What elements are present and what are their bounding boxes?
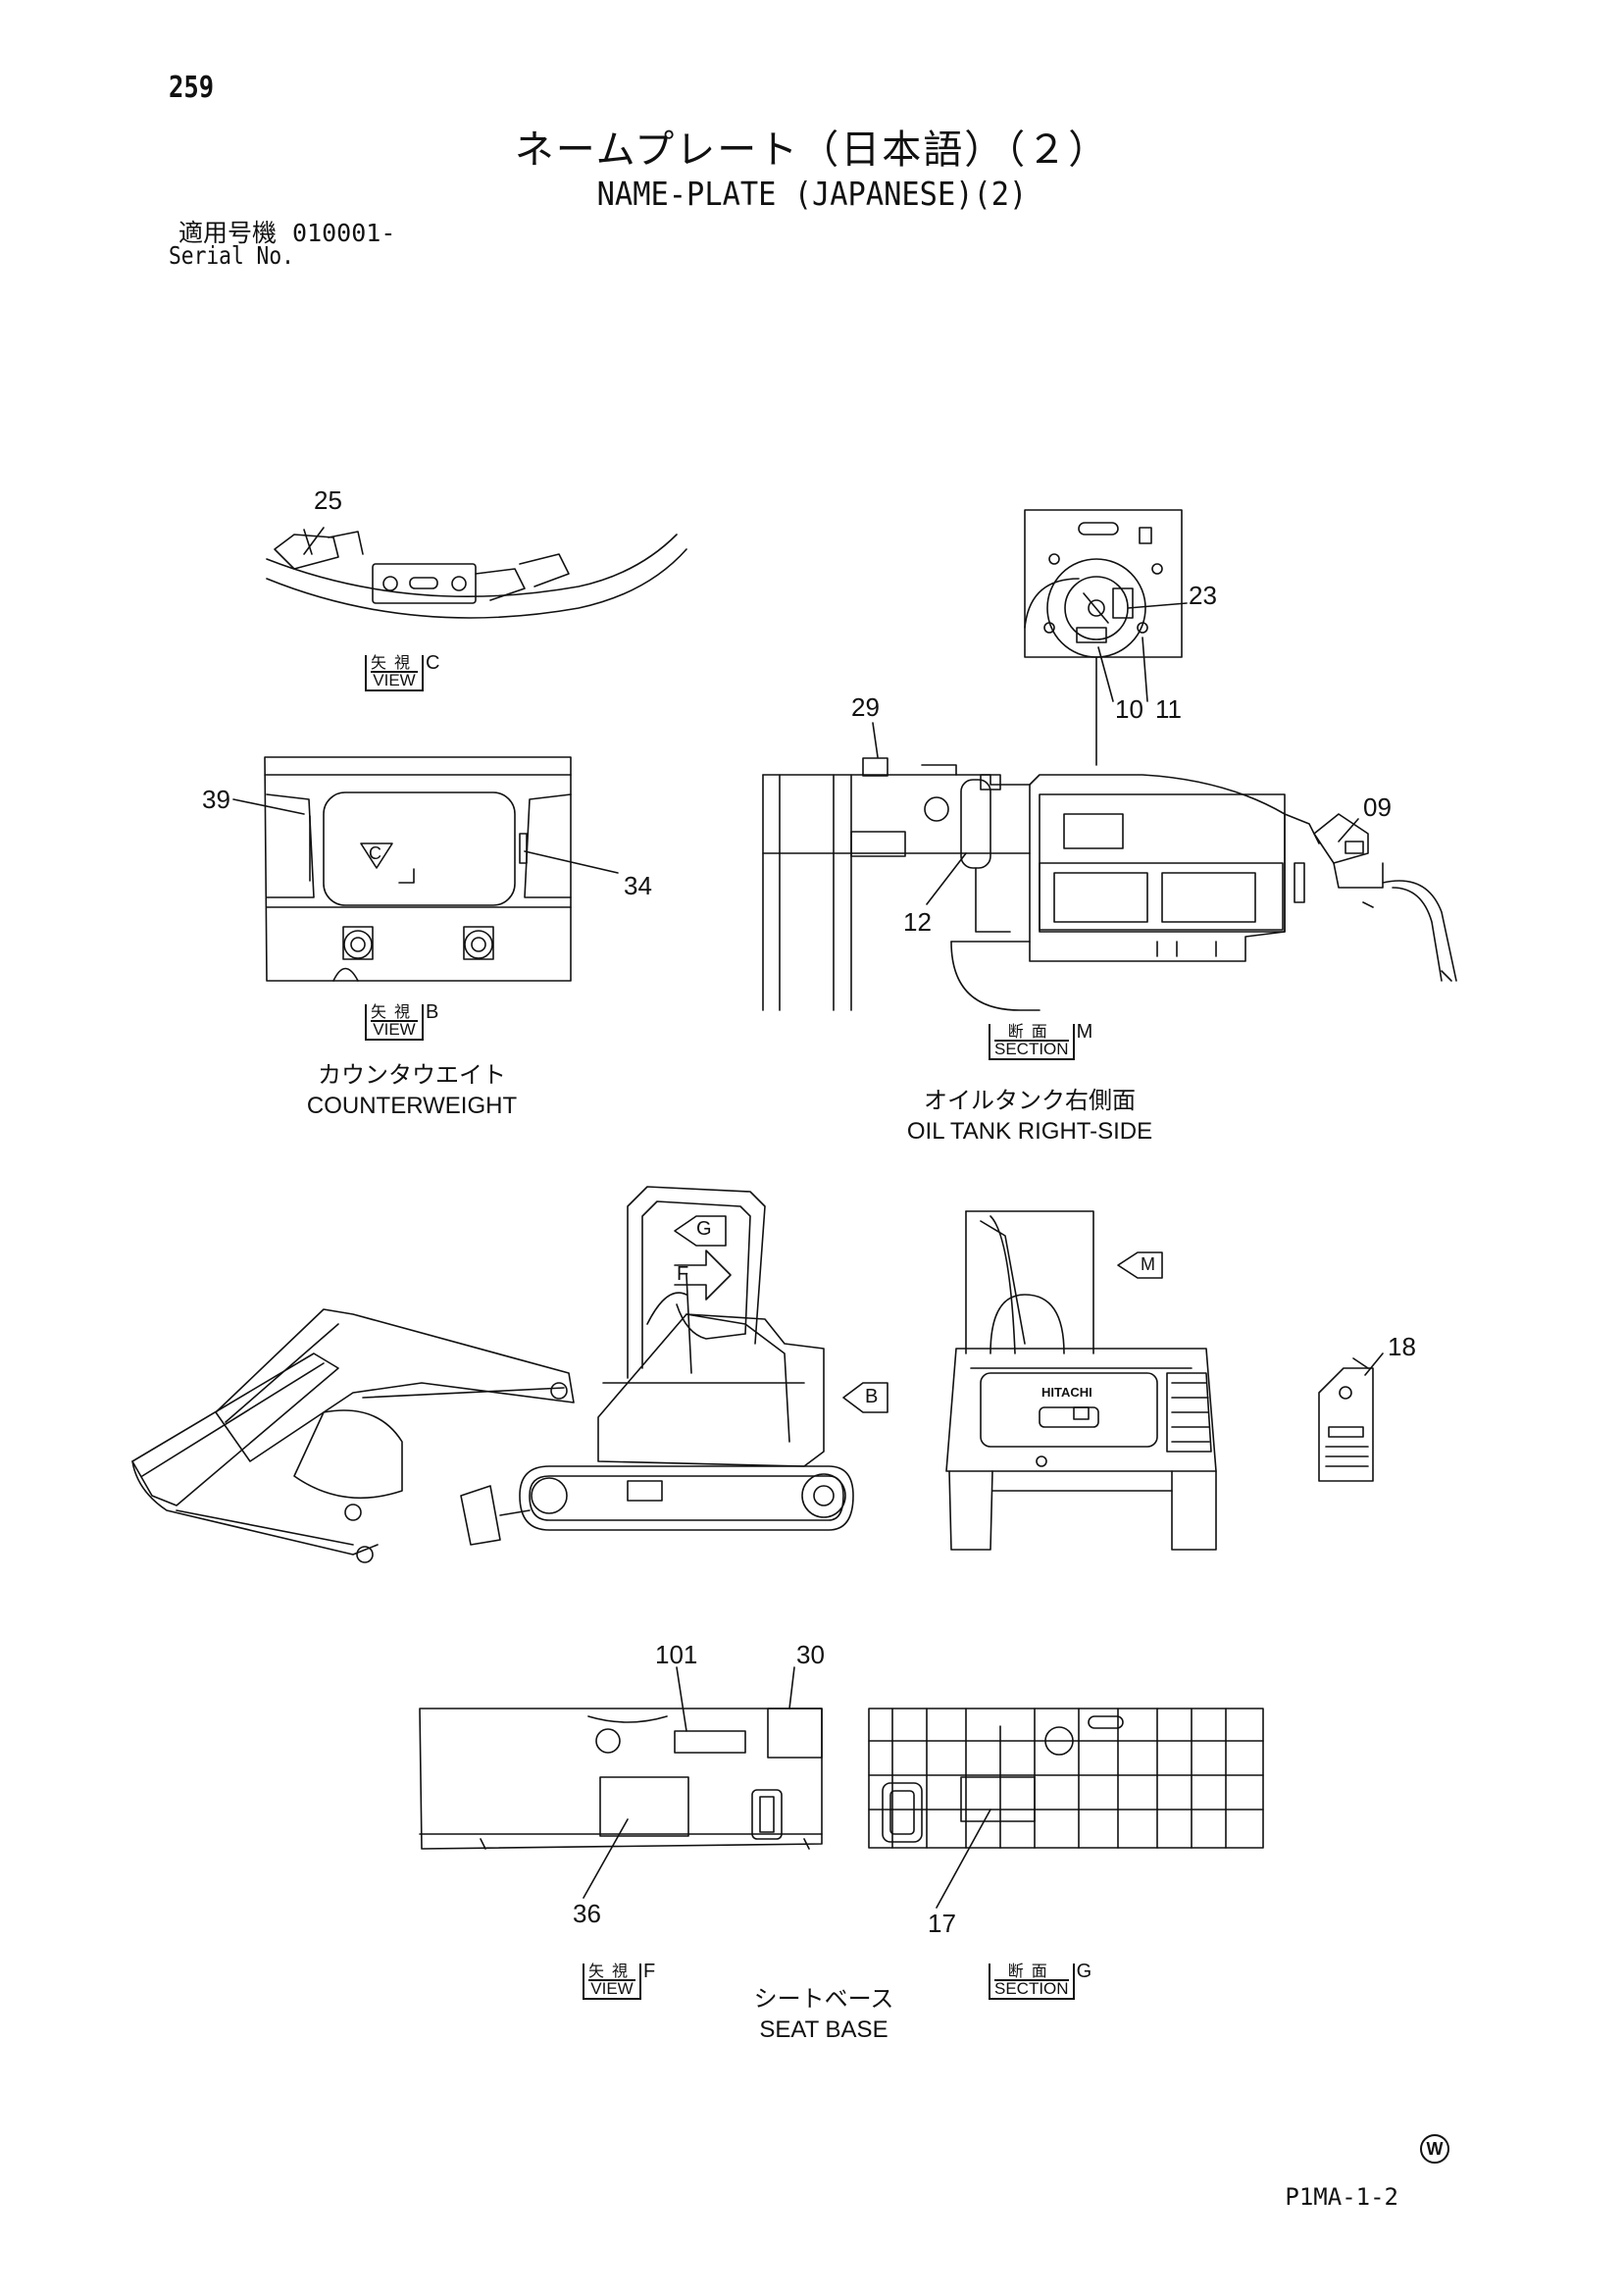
section-g-tag-jp: 断面 — [1007, 1962, 1055, 1980]
callout-11: 11 — [1155, 694, 1182, 724]
seat-base-caption: シートベース SEAT BASE — [706, 1983, 941, 2046]
excavator-rear-view-drawing — [946, 1211, 1216, 1550]
oil-tank-caption: オイルタンク右側面 OIL TANK RIGHT-SIDE — [863, 1085, 1196, 1148]
view-c-tag-jp: 矢視 — [371, 653, 419, 672]
view-c-drawing — [267, 530, 686, 618]
section-m-tag-jp: 断面 — [1007, 1022, 1055, 1041]
part-18-label-drawing — [1319, 1358, 1373, 1481]
callout-29: 29 — [851, 692, 880, 722]
footer-code: P1MA-1-2 — [1285, 2183, 1398, 2211]
counterweight-caption-jp: カウンタウエイト — [318, 1061, 506, 1089]
section-m-tag-letter: M — [1076, 1021, 1093, 1043]
callout-17: 17 — [928, 1909, 956, 1938]
counterweight-caption-en: COUNTERWEIGHT — [306, 1093, 518, 1119]
arrow-label-m: M — [1141, 1254, 1155, 1274]
leader-lines — [233, 528, 1383, 1908]
serial-label-jp-text: 適用号機 — [178, 219, 278, 247]
callout-34: 34 — [624, 871, 652, 900]
serial-value: 010001- — [292, 219, 396, 247]
view-b-tag-jp: 矢視 — [371, 1002, 419, 1021]
arrow-label-c: C — [369, 843, 381, 863]
view-c-tag-letter: C — [426, 652, 440, 674]
serial-label-japanese: 適用号機 010001- — [178, 214, 395, 249]
arrow-label-b: B — [865, 1386, 879, 1407]
view-b-tag-letter: B — [426, 1001, 439, 1023]
seat-base-view-f-drawing — [420, 1709, 822, 1849]
section-m-tag-en: SECTION — [994, 1040, 1069, 1058]
view-b-counterweight-drawing — [265, 757, 571, 981]
excavator-side-view-drawing — [132, 1187, 888, 1562]
arrow-label-g: G — [696, 1218, 712, 1240]
section-g-tag-en: SECTION — [994, 1979, 1069, 1998]
section-g-tag-letter: G — [1076, 1961, 1092, 1982]
serial-label-english: Serial No. — [169, 241, 294, 270]
view-b-tag-en: VIEW — [371, 1020, 419, 1038]
seat-base-caption-jp: シートベース — [753, 1985, 894, 2013]
footer-w-mark: W — [1420, 2134, 1449, 2164]
callout-18: 18 — [1388, 1332, 1416, 1361]
oil-tank-drawing — [763, 510, 1456, 1010]
seat-base-section-g-drawing — [869, 1709, 1263, 1848]
oil-tank-caption-en: OIL TANK RIGHT-SIDE — [906, 1118, 1153, 1145]
callout-23: 23 — [1189, 581, 1217, 610]
page-title-japanese: ネームプレート（日本語）（２） — [514, 128, 1110, 173]
callout-09: 09 — [1363, 792, 1392, 822]
view-f-tag-letter: F — [643, 1961, 656, 1982]
counterweight-caption: カウンタウエイト COUNTERWEIGHT — [245, 1059, 579, 1122]
view-c-tag-en: VIEW — [371, 671, 419, 689]
callout-101: 101 — [655, 1640, 698, 1669]
callout-25: 25 — [314, 485, 342, 515]
callout-10: 10 — [1115, 694, 1143, 724]
arrow-label-f: F — [677, 1263, 689, 1285]
seat-base-caption-en: SEAT BASE — [759, 2016, 888, 2043]
page-number: 259 — [169, 71, 215, 105]
callout-39: 39 — [202, 785, 230, 814]
callout-36: 36 — [573, 1899, 601, 1928]
view-f-tag-jp: 矢視 — [588, 1962, 636, 1980]
brand-logo-rear: HITACHI — [1041, 1385, 1092, 1400]
view-f-tag-en: VIEW — [588, 1979, 636, 1997]
oil-tank-caption-jp: オイルタンク右側面 — [924, 1087, 1136, 1114]
callout-12: 12 — [903, 907, 932, 937]
callout-30: 30 — [796, 1640, 825, 1669]
page-title-english: NAME-PLATE (JAPANESE)(2) — [596, 175, 1028, 213]
